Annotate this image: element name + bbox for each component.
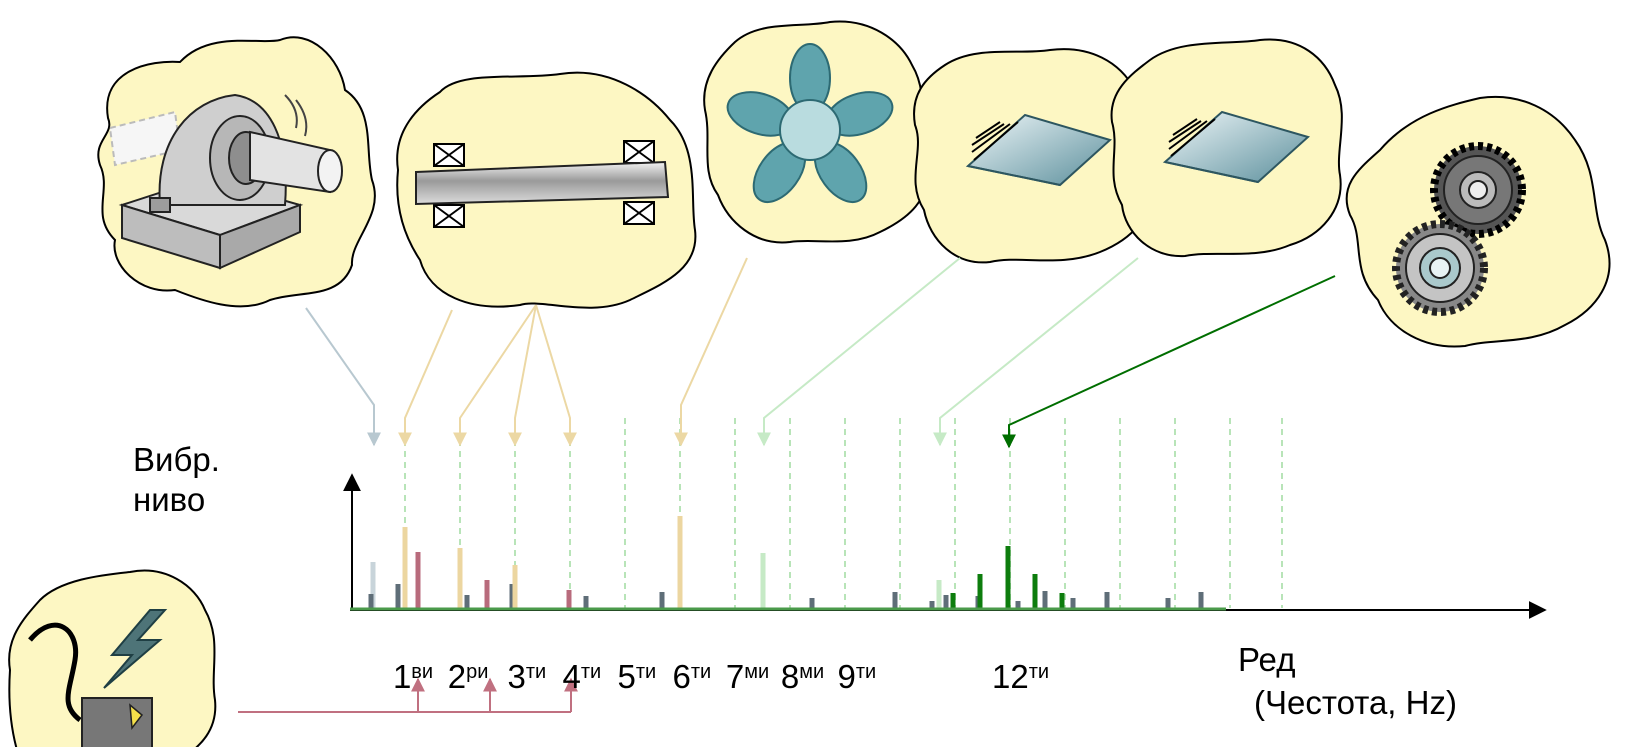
shaft-arrow-1x: [398, 309, 453, 447]
order-label-1: 1ви: [392, 658, 434, 695]
spectrum-bar: [457, 548, 463, 609]
y-axis-label-line2: ниво: [133, 481, 206, 518]
spectrum-bar: [977, 574, 983, 609]
spectrum-bar: [943, 595, 949, 609]
shaft-bubble: [396, 71, 697, 309]
order-label-8: 8ми: [780, 658, 825, 695]
spectrum-bar: [760, 553, 766, 609]
order-label-5: 5ти: [617, 658, 657, 695]
spectrum-bar: [809, 598, 815, 609]
order-label-7: 7ми: [725, 658, 770, 695]
gear-pair-icon: [1392, 142, 1526, 316]
shaft-arrow-3x: [508, 304, 537, 447]
fan-bubble: [703, 20, 928, 244]
spectrum-bar: [1198, 592, 1204, 609]
spectrum-bar: [1104, 592, 1110, 609]
gears-bubble: [1345, 95, 1611, 348]
spectrum-bar: [1005, 546, 1011, 609]
component-arrows: [238, 257, 1336, 713]
spectrum-bar: [1015, 601, 1021, 609]
spectrum-bar: [1165, 598, 1171, 609]
blades-icon-2: [1162, 110, 1311, 184]
spectrum-bar: [659, 592, 665, 609]
order-label-4: 4ти: [562, 658, 602, 695]
spectrum-bar: [1042, 591, 1048, 609]
spectrum-bar: [566, 590, 572, 609]
order-label-9: 9ти: [837, 658, 877, 695]
order-label-12: 12ти: [992, 658, 1050, 695]
bearing-arrow: [305, 307, 381, 447]
bearing-housing-bubble: [97, 36, 376, 308]
spectrum-bar: [402, 527, 408, 609]
spectrum-bar: [1070, 598, 1076, 609]
order-label-3: 3ти: [507, 658, 547, 695]
shaft-arrow-4x: [535, 304, 577, 447]
blades-arrow-2: [933, 257, 1139, 447]
spectrum-bar: [929, 601, 935, 609]
blades-bubble-2: [1110, 38, 1343, 258]
spectrum-bar: [370, 562, 376, 609]
fan-arrow: [674, 257, 748, 447]
order-grid-lines: [404, 418, 1283, 608]
bearing-housing-icon: [108, 93, 343, 270]
spectrum-bar: [415, 552, 421, 609]
gear-arrow: [1002, 275, 1336, 449]
spectrum-bar: [484, 580, 490, 609]
spectrum-bar: [677, 516, 683, 609]
spectrum-bar: [368, 594, 374, 609]
electric-motor-icon: [28, 609, 168, 747]
x-axis-label-line2: (Честота, Hz): [1254, 684, 1457, 721]
spectrum-bar: [464, 595, 470, 609]
order-label-2: 2ри: [447, 658, 489, 695]
y-axis-label-line1: Вибр.: [133, 441, 220, 478]
blades-arrow: [757, 257, 961, 447]
order-label-6: 6ти: [672, 658, 712, 695]
spectrum-bar: [950, 593, 956, 609]
axes: [343, 473, 1547, 619]
shaft-arrow-2x: [453, 304, 537, 447]
spectrum-bar: [1059, 593, 1065, 609]
spectrum-bar: [583, 596, 589, 609]
spectrum-bars: [368, 516, 1204, 609]
motor-bubble: [8, 569, 217, 747]
blades-icon: [965, 113, 1112, 187]
spectrum-bar: [395, 584, 401, 609]
shaft-between-bearings-icon: [415, 140, 670, 228]
fan-icon: [726, 43, 894, 203]
spectrum-bar: [936, 580, 942, 609]
x-axis-label-line1: Ред: [1238, 641, 1296, 678]
spectrum-bar: [1032, 574, 1038, 609]
blades-bubble: [913, 48, 1153, 264]
spectrum-bar: [509, 584, 515, 609]
spectrum-bar: [892, 592, 898, 609]
motor-arrow: [238, 680, 572, 713]
spectrum-bar: [512, 565, 518, 609]
